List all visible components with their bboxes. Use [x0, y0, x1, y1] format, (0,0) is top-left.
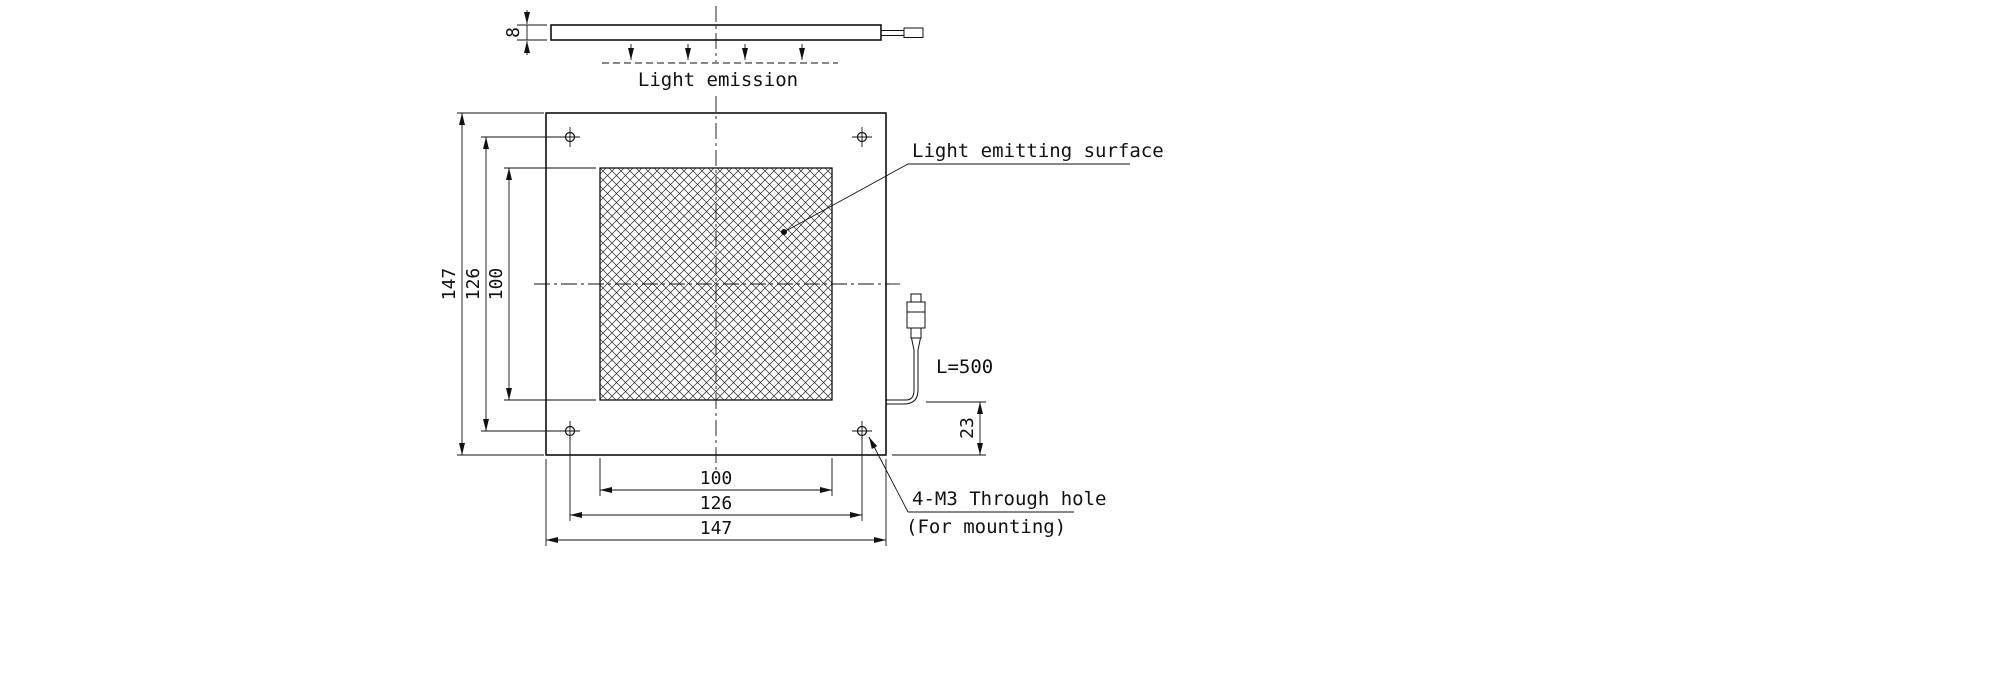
cable-front-view: L=500 — [886, 293, 993, 405]
mounting-hole-bottom-right — [852, 421, 872, 441]
cable-side-view — [881, 27, 924, 38]
dim-height-outer: 147 — [439, 268, 460, 301]
dim-thickness: 8 — [503, 10, 547, 55]
dim-height-holes: 126 — [463, 268, 484, 301]
centerlines — [534, 6, 900, 470]
dim-left-147: 147 — [439, 112, 544, 456]
dim-cable-offset: 23 — [892, 401, 986, 456]
light-emission-label: Light emission — [638, 69, 798, 91]
connector-plug — [906, 293, 926, 351]
dim-width-outer: 147 — [700, 518, 733, 539]
dim-thickness-value: 8 — [503, 27, 524, 38]
callout-light-emitting-surface: Light emitting surface — [781, 140, 1164, 235]
through-hole-label-2: (For mounting) — [906, 516, 1066, 538]
callout-through-hole: 4-M3 Through hole (For mounting) — [868, 436, 1106, 538]
dim-height-emit: 100 — [486, 268, 507, 301]
dim-width-holes: 126 — [700, 493, 733, 514]
mounting-hole-top-right — [852, 127, 872, 147]
light-emitting-surface-label: Light emitting surface — [912, 140, 1164, 162]
side-view: 8 Light emission — [503, 10, 924, 91]
dim-bottom-126: 126 — [569, 437, 863, 521]
dim-left-126: 126 — [463, 136, 560, 432]
through-hole-label: 4-M3 Through hole — [912, 488, 1106, 510]
dim-width-emit: 100 — [700, 468, 733, 489]
mounting-hole-top-left — [560, 127, 580, 147]
mounting-hole-bottom-left — [560, 421, 580, 441]
light-emission-arrows: Light emission — [602, 44, 838, 91]
dim-bottom-100: 100 — [599, 458, 833, 496]
dim-cable-offset-value: 23 — [957, 417, 978, 439]
leader-line — [868, 436, 909, 513]
dim-left-100: 100 — [486, 167, 596, 401]
cable-tip — [903, 27, 924, 38]
leader-line — [783, 163, 909, 233]
dim-bottom-147: 147 — [545, 459, 887, 546]
cable-length-label: L=500 — [936, 356, 993, 378]
